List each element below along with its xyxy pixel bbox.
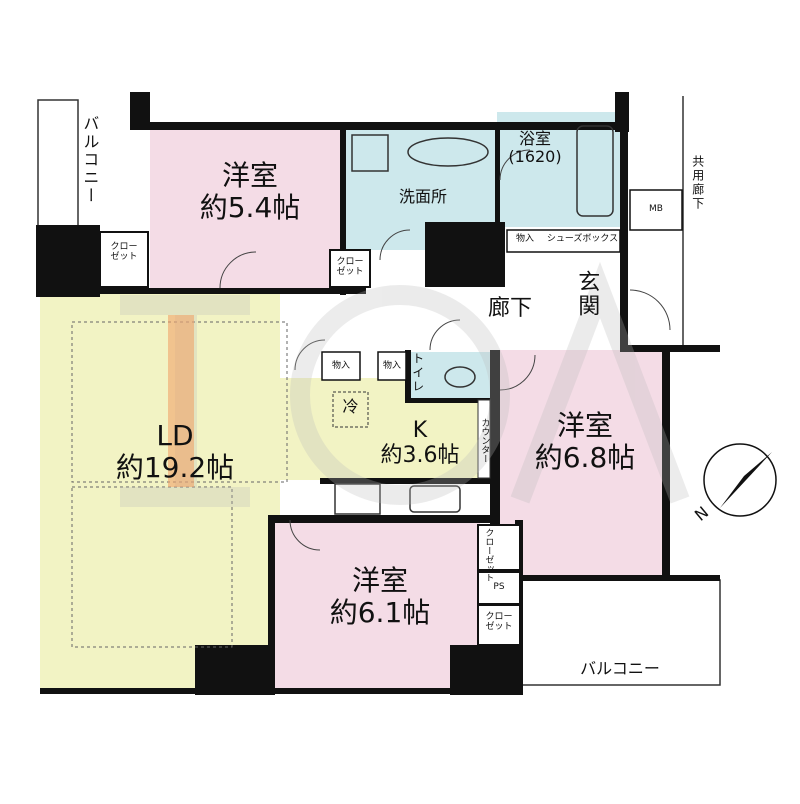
washroom-label: 洗面所 bbox=[398, 187, 447, 206]
balcony-left bbox=[37, 99, 79, 231]
fridge-space bbox=[332, 391, 369, 428]
compass bbox=[703, 443, 777, 517]
washroom-machine bbox=[351, 134, 389, 172]
bedroom-c-name: 洋室 bbox=[351, 564, 408, 597]
mb-label: MB bbox=[649, 204, 663, 214]
bedroom-b-floor bbox=[498, 350, 666, 575]
toilet-label: トイレ bbox=[410, 352, 425, 394]
closet-c-label: クロー ゼット bbox=[479, 612, 519, 633]
living-size: 約19.2帖 bbox=[115, 451, 235, 485]
closet-a-line2: ゼット bbox=[110, 252, 138, 263]
living-name: LD bbox=[156, 419, 194, 452]
counter-label: カウンター bbox=[479, 417, 490, 463]
closet-bedroom-a bbox=[99, 231, 149, 288]
counter bbox=[477, 399, 491, 479]
ps-bedroom-c bbox=[477, 571, 521, 605]
shoe-box-label: シューズボックス bbox=[546, 234, 619, 244]
bedroom-b-name: 洋室 bbox=[556, 409, 613, 442]
hallway-label: 廊下 bbox=[487, 296, 532, 321]
kitchen-label: K 約3.6帖 bbox=[365, 418, 475, 469]
bedroom-a-label: 洋室 約5.4帖 bbox=[185, 159, 315, 225]
closet-wash-line2: ゼット bbox=[336, 267, 364, 278]
bath-label: 浴室 (1620) bbox=[500, 129, 570, 167]
living-floor bbox=[40, 290, 280, 690]
closet-c-line1: クロー bbox=[485, 612, 513, 622]
balcony-bottom-label: バルコニー bbox=[580, 659, 660, 678]
ld-ceiling-2 bbox=[71, 486, 233, 648]
cupboard-1-label: 物入 bbox=[331, 361, 350, 371]
watermark-accent bbox=[168, 315, 194, 487]
kitchen-name: K bbox=[412, 418, 428, 443]
bedroom-a-size: 約5.4帖 bbox=[199, 191, 301, 225]
cupboard-1 bbox=[321, 351, 361, 381]
toilet-bowl bbox=[444, 366, 476, 388]
shoe-box bbox=[506, 229, 621, 253]
ps-label: PS bbox=[493, 582, 505, 592]
bedroom-b-label: 洋室 約6.8帖 bbox=[515, 409, 655, 475]
entrance-label: 玄関 bbox=[574, 270, 600, 318]
closet-c-line2: ゼット bbox=[485, 622, 513, 633]
washbasin bbox=[407, 137, 489, 167]
closet-washroom bbox=[329, 249, 371, 288]
closet-wash-label: クロー ゼット bbox=[331, 257, 369, 278]
bathtub bbox=[576, 125, 614, 217]
closet-a-label: クロー ゼット bbox=[101, 242, 147, 263]
shoe-cupboard-label: 物入 bbox=[515, 234, 534, 244]
bedroom-c-label: 洋室 約6.1帖 bbox=[310, 564, 450, 630]
common-corridor-label: 共用廊下 bbox=[690, 155, 705, 211]
closet-b-label: クローゼット bbox=[483, 528, 494, 582]
closet-wash-line1: クロー bbox=[336, 257, 364, 267]
cupboard-2-label: 物入 bbox=[382, 361, 401, 371]
living-label: LD 約19.2帖 bbox=[85, 419, 265, 485]
balcony-left-label: バルコニー bbox=[80, 115, 100, 205]
bedroom-a-name: 洋室 bbox=[221, 159, 278, 192]
mb-box bbox=[629, 189, 683, 231]
closet-bedroom-b bbox=[477, 524, 521, 571]
bedroom-a-floor bbox=[150, 130, 340, 288]
bedroom-b-size: 約6.8帖 bbox=[534, 441, 636, 475]
fridge-label: 冷 bbox=[342, 397, 359, 416]
doors bbox=[219, 149, 671, 551]
stove bbox=[334, 483, 381, 515]
walls bbox=[36, 92, 720, 695]
bath-name: 浴室 bbox=[518, 129, 551, 148]
bath-size: (1620) bbox=[508, 147, 562, 167]
bedroom-c-size: 約6.1帖 bbox=[329, 596, 431, 630]
cupboard-2 bbox=[377, 351, 407, 381]
sink bbox=[409, 485, 461, 513]
bedroom-c-floor bbox=[272, 522, 480, 690]
toilet-floor bbox=[408, 352, 494, 400]
closet-a-line1: クロー bbox=[110, 242, 138, 252]
kitchen-size: 約3.6帖 bbox=[380, 443, 460, 469]
bath-floor bbox=[497, 112, 622, 227]
